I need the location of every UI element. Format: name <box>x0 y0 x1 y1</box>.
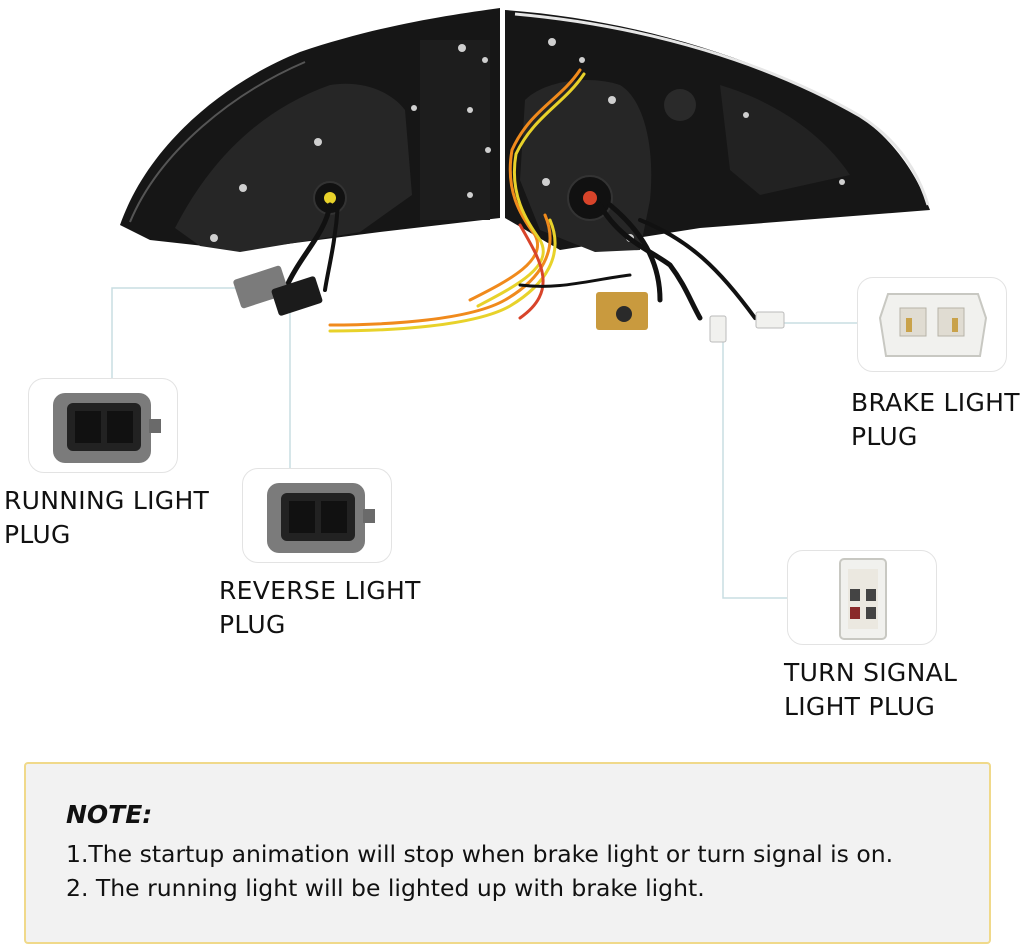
harness-plugs <box>233 265 785 343</box>
callout-lines <box>111 287 858 599</box>
turn-signal-callout-line <box>722 340 787 599</box>
left-foam-pad <box>175 83 412 252</box>
brake-light-plug-label: BRAKE LIGHT PLUG <box>851 386 1020 454</box>
running-light-plug-label-line-1: RUNNING LIGHT <box>4 486 210 515</box>
running-light-plug-icon <box>53 393 161 463</box>
right-tail-light <box>505 10 930 252</box>
brake-light-plug-icon <box>878 293 988 357</box>
reverse-light-plug-label-line-2: PLUG <box>219 610 286 639</box>
running-light-plug-label-line-2: PLUG <box>4 520 71 549</box>
note-box: NOTE: 1.The startup animation will stop … <box>24 762 991 944</box>
running-light-plug-label: RUNNING LIGHT PLUG <box>4 484 209 552</box>
turn-signal-light-plug-label-line-1: TURN SIGNAL <box>784 658 958 687</box>
note-title: NOTE: <box>66 800 153 829</box>
right-foam-pad <box>520 80 652 252</box>
turn-signal-light-plug-label: TURN SIGNAL LIGHT PLUG <box>784 656 957 724</box>
running-light-callout-line <box>111 287 248 380</box>
reverse-light-plug-label: REVERSE LIGHT PLUG <box>219 574 421 642</box>
brake-light-plug-label-line-2: PLUG <box>851 422 918 451</box>
brake-light-plug-label-line-1: BRAKE LIGHT <box>851 388 1020 417</box>
wire-harness <box>282 68 757 333</box>
turn-signal-light-plug-label-line-2: LIGHT PLUG <box>784 692 936 721</box>
brake-light-plug-thumbnail <box>857 277 1007 372</box>
reverse-light-plug-icon <box>267 483 375 553</box>
reverse-light-plug-thumbnail <box>242 468 392 563</box>
turn-signal-light-plug-thumbnail <box>787 550 937 645</box>
turn-signal-light-plug-icon <box>839 558 887 640</box>
left-tail-light <box>120 8 500 252</box>
running-light-plug-thumbnail <box>28 378 178 473</box>
reverse-light-plug-label-line-1: REVERSE LIGHT <box>219 576 421 605</box>
note-line-2: 2. The running light will be lighted up … <box>66 874 705 902</box>
note-line-1: 1.The startup animation will stop when b… <box>66 840 894 868</box>
